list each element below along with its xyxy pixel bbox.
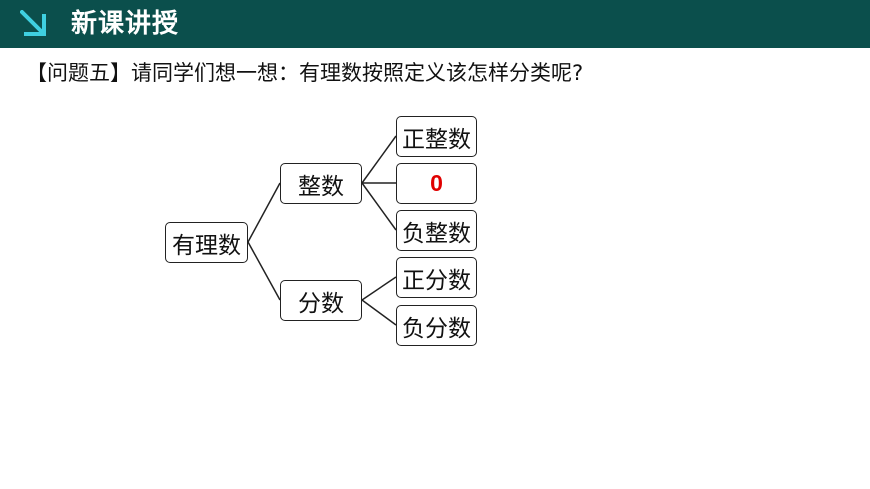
node-fraction: 分数 (280, 280, 362, 321)
header-bar: 新课讲授 (0, 0, 870, 48)
connector-fraction-negative (361, 299, 397, 326)
connector-integer-positive (361, 135, 397, 184)
node-positive-fraction: 正分数 (396, 257, 477, 298)
node-negative-fraction: 负分数 (396, 305, 477, 346)
question-text: 【问题五】请同学们想一想：有理数按照定义该怎样分类呢? (26, 61, 584, 85)
node-negative-integer: 负整数 (396, 210, 477, 251)
connector-integer-negative (361, 182, 397, 231)
connector-root-fraction (247, 241, 281, 301)
connector-fraction-positive (361, 276, 397, 301)
node-rational-number: 有理数 (165, 222, 248, 263)
arrow-down-right-icon (20, 10, 46, 36)
node-positive-integer: 正整数 (396, 116, 477, 157)
connector-root-integer (247, 182, 281, 243)
section-title: 新课讲授 (71, 9, 180, 39)
node-integer: 整数 (280, 163, 362, 204)
node-zero: 0 (396, 163, 477, 204)
